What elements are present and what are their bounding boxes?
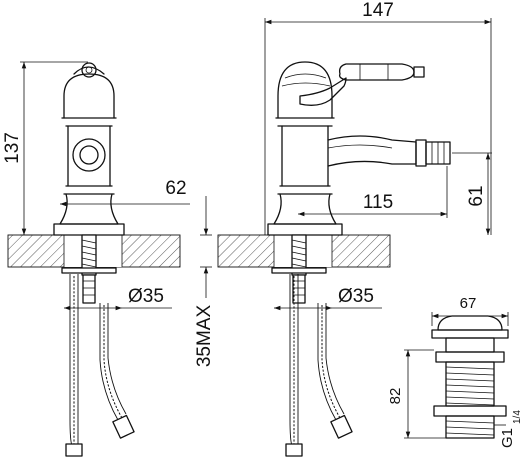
dimension-waste-width: 67 [431,295,509,326]
dimension-overall-height: 137 [2,61,88,236]
dimension-max-deck-thickness: 35MAX [194,196,215,367]
side-view [267,61,451,457]
dim-label-147: 147 [362,0,394,21]
flared-base-side [273,193,337,225]
dim-label-thread-fraction: 1/4 [512,410,523,424]
dim-label-diameter-side: Ø35 [338,286,374,307]
threaded-shank-side [291,234,307,276]
pop-up-waste [431,315,509,439]
dim-label-thread: G1 [499,428,516,448]
dimension-hole-diameter-side: Ø35 [274,286,382,311]
dim-label-61: 61 [466,185,487,206]
waste-threaded-body [445,361,495,407]
dimension-waste-height: 82 [387,349,446,439]
flared-base [59,193,119,225]
bidet-spout [327,135,451,167]
dim-label-137: 137 [2,132,23,164]
flexible-hoses-front [65,274,135,457]
dimension-spout-height: 61 [452,152,492,235]
dimension-base-width: 62 [60,178,190,207]
dim-label-67: 67 [460,295,477,312]
waste-plug-cap [437,315,503,331]
dimension-hole-diameter-front: Ø35 [64,286,172,311]
dim-label-82: 82 [387,388,404,405]
dim-label-diameter-front: Ø35 [128,286,164,307]
dim-label-62: 62 [165,178,186,199]
dimension-waste-thread: G1 1/4 [494,410,523,448]
handle-cap [73,62,105,78]
dome-body-side [277,61,333,119]
dim-label-35max: 35MAX [194,305,215,368]
front-view [53,62,135,457]
dim-label-115: 115 [363,192,393,213]
lever-handle [299,63,425,106]
flexible-hoses-side [285,274,353,457]
bidet-nozzle-front [72,138,106,172]
dimension-spout-reach: 115 [298,166,448,218]
dimension-overall-width: 147 [264,0,492,235]
dome-body [63,73,115,119]
